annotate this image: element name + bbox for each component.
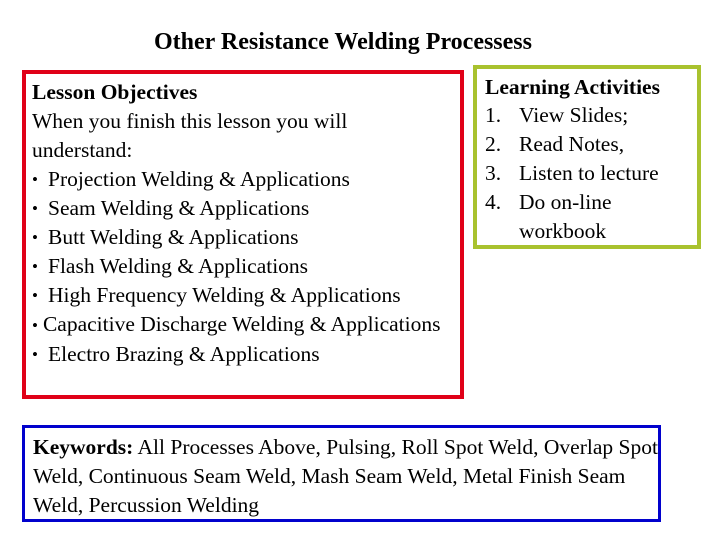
list-item: Read Notes,: [485, 130, 625, 159]
list-item: Flash Welding & Applications: [32, 252, 460, 281]
list-item: Do on-line workbook: [485, 188, 612, 243]
list-item: View Slides;: [485, 101, 629, 130]
lesson-objectives-heading: Lesson Objectives: [32, 80, 198, 104]
list-item: Capacitive Discharge Welding & Applicati…: [32, 310, 460, 340]
list-item: High Frequency Welding & Applications: [32, 281, 460, 310]
list-item: Listen to lecture: [485, 159, 659, 188]
list-item: Butt Welding & Applications: [32, 223, 460, 252]
lesson-objectives-intro-line-2: understand:: [32, 138, 133, 162]
learning-activities-panel: Learning Activities View Slides; Read No…: [473, 65, 701, 249]
list-item: Electro Brazing & Applications: [32, 340, 460, 369]
lesson-objectives-list: Projection Welding & Applications Seam W…: [32, 165, 460, 369]
learning-activities-heading: Learning Activities: [485, 75, 660, 99]
list-item: Projection Welding & Applications: [32, 165, 460, 194]
learning-activities-list: View Slides; Read Notes, Listen to lectu…: [483, 101, 697, 246]
list-item: Seam Welding & Applications: [32, 194, 460, 223]
lesson-objectives-panel: Lesson Objectives When you finish this l…: [22, 70, 464, 399]
keywords-label: Keywords:: [33, 435, 134, 459]
keywords-panel: Keywords: All Processes Above, Pulsing, …: [22, 425, 661, 522]
page-title: Other Resistance Welding Processess: [154, 29, 532, 55]
keywords-paragraph: Keywords: All Processes Above, Pulsing, …: [33, 433, 658, 520]
lesson-objectives-intro-line-1: When you finish this lesson you will: [32, 109, 348, 133]
keywords-value: All Processes Above, Pulsing, Roll Spot …: [33, 435, 658, 517]
